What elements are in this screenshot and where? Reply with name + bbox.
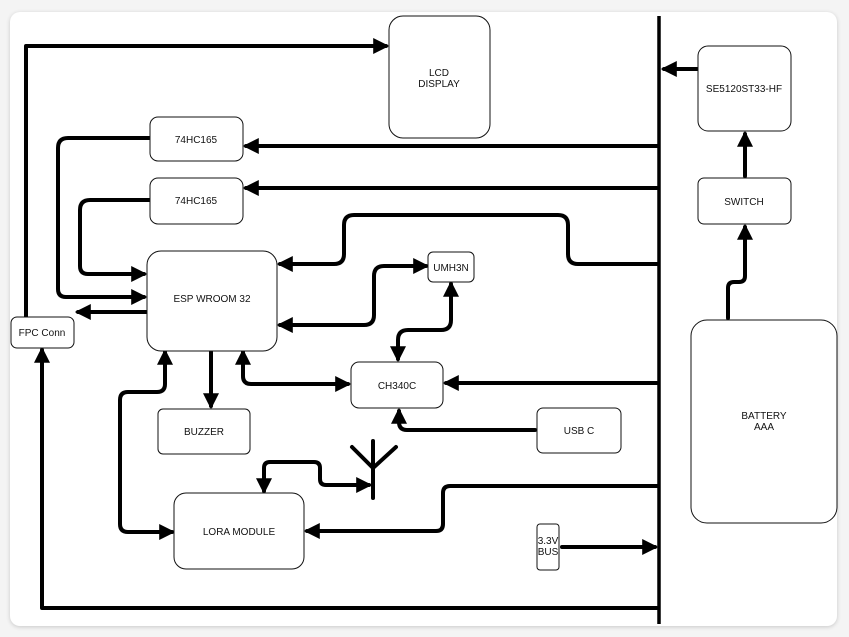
wires [24,38,753,610]
ch340c-block: CH340C [350,361,444,409]
wire-battery-to-switch [726,223,753,320]
lora-module-block: LORA MODULE [173,492,305,570]
ic-74hc165-b-block: 74HC165 [149,177,244,225]
buzzer-label: BUZZER [184,427,224,438]
umh3n-block: UMH3N [427,251,475,283]
wire-esp-ch340c [235,348,352,392]
battery-aaa-block: BATTERY AAA [690,319,838,524]
battery-aaa-label-line1: BATTERY [741,411,787,422]
wire-bus-to-lora [303,484,659,539]
fpc-conn-block: FPC Conn [10,316,75,349]
switch-block: SWITCH [697,177,792,225]
wire-fpc-to-lcd [24,38,390,320]
antenna-icon [350,439,398,500]
ch340c-label: CH340C [378,381,416,392]
wire-74hc165-a-to-esp [56,136,152,305]
wire-lora-antenna [256,460,373,495]
wire-bus-to-fpc [34,346,659,610]
ic-74hc165-a-block: 74HC165 [149,116,244,162]
lcd-display-block: LCD DISPLAY [388,15,491,139]
bus-3v3-label-line1: 3.3V [538,536,559,547]
wire-umh3n-ch340c [390,280,459,363]
usb-c-label: USB C [564,426,595,437]
wire-esp-lora [118,348,176,540]
lcd-display-label-line1: LCD [429,68,449,79]
ic-74hc165-a-label: 74HC165 [175,135,218,146]
ic-74hc165-b-label: 74HC165 [175,196,218,207]
fpc-conn-label: FPC Conn [19,328,66,339]
wire-74hc165-b-to-esp [78,198,152,282]
bus-3v3-label-line2: BUS [538,547,559,558]
switch-label: SWITCH [724,197,763,208]
lcd-display-label-line2: DISPLAY [418,79,460,90]
buzzer-block: BUZZER [157,408,251,455]
esp-wroom-32-label: ESP WROOM 32 [173,294,250,305]
umh3n-label: UMH3N [433,263,469,274]
wire-usbc-to-ch340c [391,407,537,432]
wire-esp-umh3n [276,258,430,333]
usb-c-block: USB C [536,407,622,454]
lora-module-label: LORA MODULE [203,527,276,538]
se5120st33-hf-label: SE5120ST33-HF [706,84,782,95]
battery-aaa-label-line2: AAA [754,422,774,433]
esp-wroom-32-block: ESP WROOM 32 [146,250,278,352]
se5120st33-hf-block: SE5120ST33-HF [697,45,792,132]
bus-3v3-block: 3.3V BUS [536,523,560,571]
